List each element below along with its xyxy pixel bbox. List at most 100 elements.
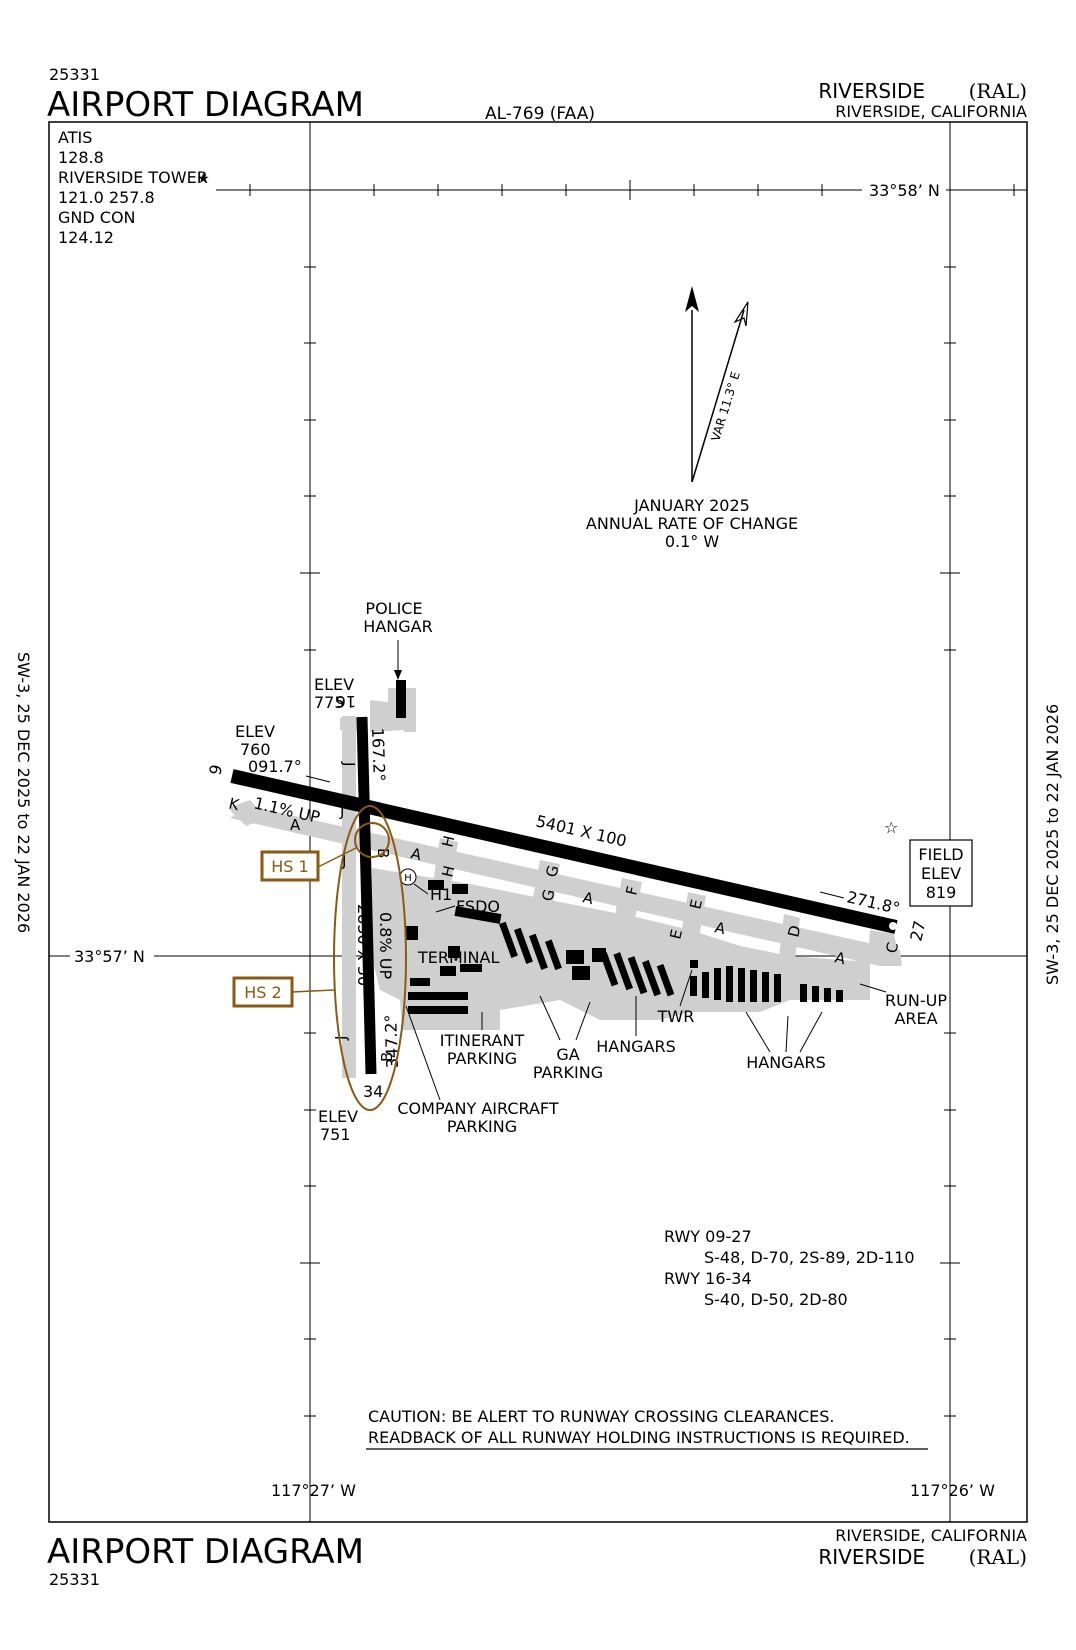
runup-label-1: RUN-UP — [885, 991, 947, 1010]
taxiway-e-label-2: E — [666, 928, 686, 941]
taxiway-d — [778, 914, 800, 968]
caution-line-1: CAUTION: BE ALERT TO RUNWAY CROSSING CLE… — [368, 1407, 834, 1426]
gnd-label: GND CON — [58, 208, 136, 227]
taxiway-a-label-1: A — [409, 844, 424, 864]
title-bottom: AIRPORT DIAGRAM — [47, 1532, 364, 1572]
elev-9-label: ELEV — [235, 722, 275, 741]
taxiway-j-label-3: J — [341, 852, 346, 870]
tower-star-icon: ★ — [197, 171, 210, 187]
atis-freq: 128.8 — [58, 148, 104, 167]
taxiway-a — [230, 806, 902, 966]
strength-rwy2-values: S-40, D-50, 2D-80 — [704, 1290, 848, 1309]
field-elev-label1: FIELD — [918, 845, 963, 864]
taxiway-j-connector — [370, 700, 404, 732]
magnetic-north-arrow-icon — [733, 301, 749, 327]
runway-27-threshold-marker — [889, 922, 897, 930]
rwy-27-heading-arrow — [819, 891, 845, 899]
map-frame — [48, 121, 1028, 1523]
caution-line-2: READBACK OF ALL RUNWAY HOLDING INSTRUCTI… — [368, 1428, 910, 1447]
rwy-16-34-dims: 2850 X 50 — [354, 904, 373, 986]
taxiway-e-label-1: E — [686, 898, 706, 911]
runway-16-34 — [356, 716, 377, 1075]
taxiway-surfaces — [228, 688, 902, 1078]
itinerant-label-2: PARKING — [447, 1049, 517, 1068]
fsdo-label: FSDO — [456, 897, 500, 916]
taxiway-c-label: C — [882, 941, 902, 955]
police-hangar-building — [396, 680, 406, 718]
chart-number-top: 25331 — [49, 65, 100, 84]
tower-freq: 121.0 257.8 — [58, 188, 155, 207]
atis-label: ATIS — [58, 128, 92, 147]
taxiway-a-west-label: A — [290, 816, 301, 834]
runway-9-27 — [230, 769, 898, 934]
side-date-left: SW-3, 25 DEC 2025 to 22 JAN 2026 — [14, 652, 33, 933]
rwy-9-heading: 091.7° — [248, 757, 302, 776]
buildings — [396, 680, 698, 1014]
lat-north-bg — [862, 180, 946, 200]
lat-south-label: 33°57’ N — [74, 947, 145, 966]
airport-name-bottom: RIVERSIDE — [818, 1545, 925, 1569]
field-elev-label2: ELEV — [921, 864, 961, 883]
airport-code-top: (RAL) — [969, 79, 1027, 103]
location-top: RIVERSIDE, CALIFORNIA — [835, 102, 1027, 121]
strength-rwy2: RWY 16-34 — [664, 1269, 752, 1288]
lon-east-label: 117°26’ W — [910, 1481, 995, 1500]
hot-spot-1: HS 1 — [260, 822, 390, 882]
lon-west-label: 117°27’ W — [271, 1481, 356, 1500]
elev-16-value: 775 — [314, 693, 345, 712]
taxiway-c — [868, 930, 900, 962]
title-top: AIRPORT DIAGRAM — [47, 85, 364, 125]
elev-16-label: ELEV — [314, 675, 354, 694]
rate-value: 0.1° W — [665, 532, 720, 551]
taxiway-h-label-2: H — [438, 864, 458, 879]
tower-label: RIVERSIDE TOWER — [58, 168, 208, 187]
frequency-box: ATIS 128.8 RIVERSIDE TOWER ★ 121.0 257.8… — [58, 128, 210, 247]
runup-label-2: AREA — [894, 1009, 937, 1028]
strength-rwy1: RWY 09-27 — [664, 1227, 752, 1246]
taxiway-h — [432, 838, 458, 892]
company-parking-label-2: PARKING — [447, 1117, 517, 1136]
taxiway-j-label-2: J — [340, 761, 358, 766]
rwy-34-end-label: 34 — [363, 1082, 383, 1101]
helipad-h1-label: H1 — [430, 885, 452, 904]
beacon-star-icon: ☆ — [884, 818, 898, 837]
hs2-label: HS 2 — [244, 983, 281, 1002]
variation-label: VAR 11.3° E — [708, 370, 742, 443]
police-apron — [388, 688, 416, 732]
rwy-9-end-label: 9 — [205, 763, 226, 777]
taxiway-d-label: D — [784, 924, 804, 939]
company-parking-label-1: COMPANY AIRCRAFT — [397, 1099, 558, 1118]
rwy-9-heading-arrow — [305, 775, 331, 783]
rwy-16-end-label: 16 — [336, 692, 356, 711]
police-hangar-label-1: POLICE — [365, 599, 422, 618]
procedure-id: AL-769 (FAA) — [485, 104, 595, 124]
chart-number-bottom: 25331 — [49, 1570, 100, 1589]
hot-spot-2: HS 2 — [232, 805, 407, 1111]
taxiway-g-label-1: G — [542, 864, 562, 879]
side-date-right: SW-3, 25 DEC 2025 to 22 JAN 2026 — [1043, 704, 1062, 985]
airport-code-bottom: (RAL) — [969, 1545, 1027, 1569]
rate-label: ANNUAL RATE OF CHANGE — [586, 514, 798, 533]
rwy-16-slope: 0.8% UP — [376, 912, 395, 979]
itinerant-label-1: ITINERANT — [440, 1031, 525, 1050]
magnetic-north-line — [691, 309, 745, 483]
taxiway-a-label-3: A — [713, 918, 728, 938]
strength-rwy1-values: S-48, D-70, 2S-89, 2D-110 — [704, 1248, 915, 1267]
hs1-label: HS 1 — [271, 857, 308, 876]
hangars-label-2: HANGARS — [746, 1053, 826, 1072]
twr-label: TWR — [657, 1007, 695, 1026]
magnetic-variation: VAR 11.3° E JANUARY 2025 ANNUAL RATE OF … — [586, 286, 798, 551]
taxiway-g-label-2: G — [538, 888, 558, 903]
taxiway-b-label-2: B — [378, 1052, 396, 1062]
field-elev-box: FIELD ELEV 819 — [909, 839, 973, 907]
taxiway-j-label-4: J — [332, 1036, 350, 1041]
taxiway-f — [614, 878, 642, 924]
lat-north-label: 33°58’ N — [869, 181, 940, 200]
facility-labels: POLICE HANGAR FSDO TERMINAL ITINERANT PA… — [363, 599, 947, 1136]
hangar-rows — [499, 921, 843, 1002]
lat-south-bg — [70, 946, 154, 966]
control-tower-building — [690, 960, 698, 968]
hangars-label-1: HANGARS — [596, 1037, 676, 1056]
elev-9-value: 760 — [240, 740, 271, 759]
